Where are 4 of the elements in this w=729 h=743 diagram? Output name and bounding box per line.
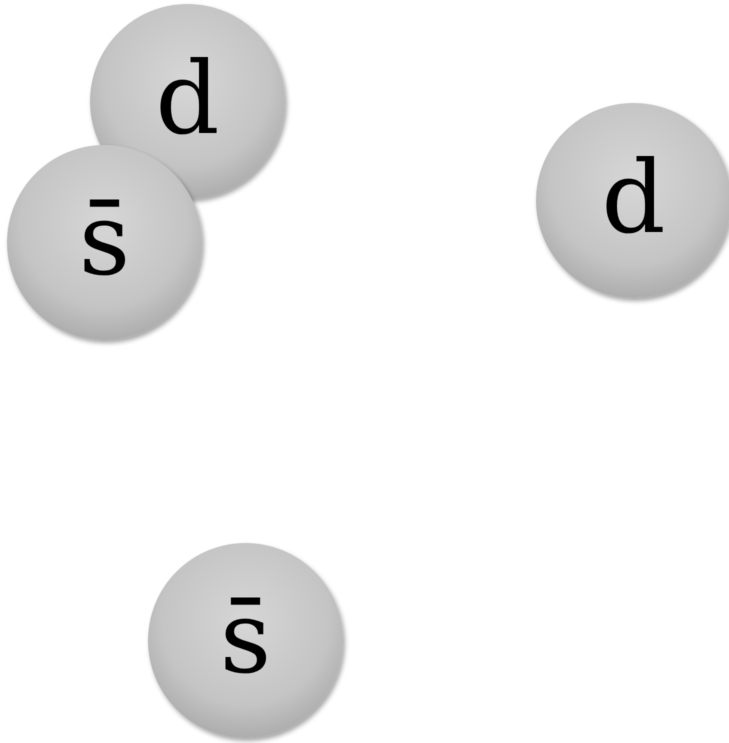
quark-label: s̄: [220, 588, 272, 688]
quark-label: d: [601, 148, 666, 248]
quark-label: d: [155, 48, 220, 148]
quark-label: s̄: [78, 190, 130, 290]
